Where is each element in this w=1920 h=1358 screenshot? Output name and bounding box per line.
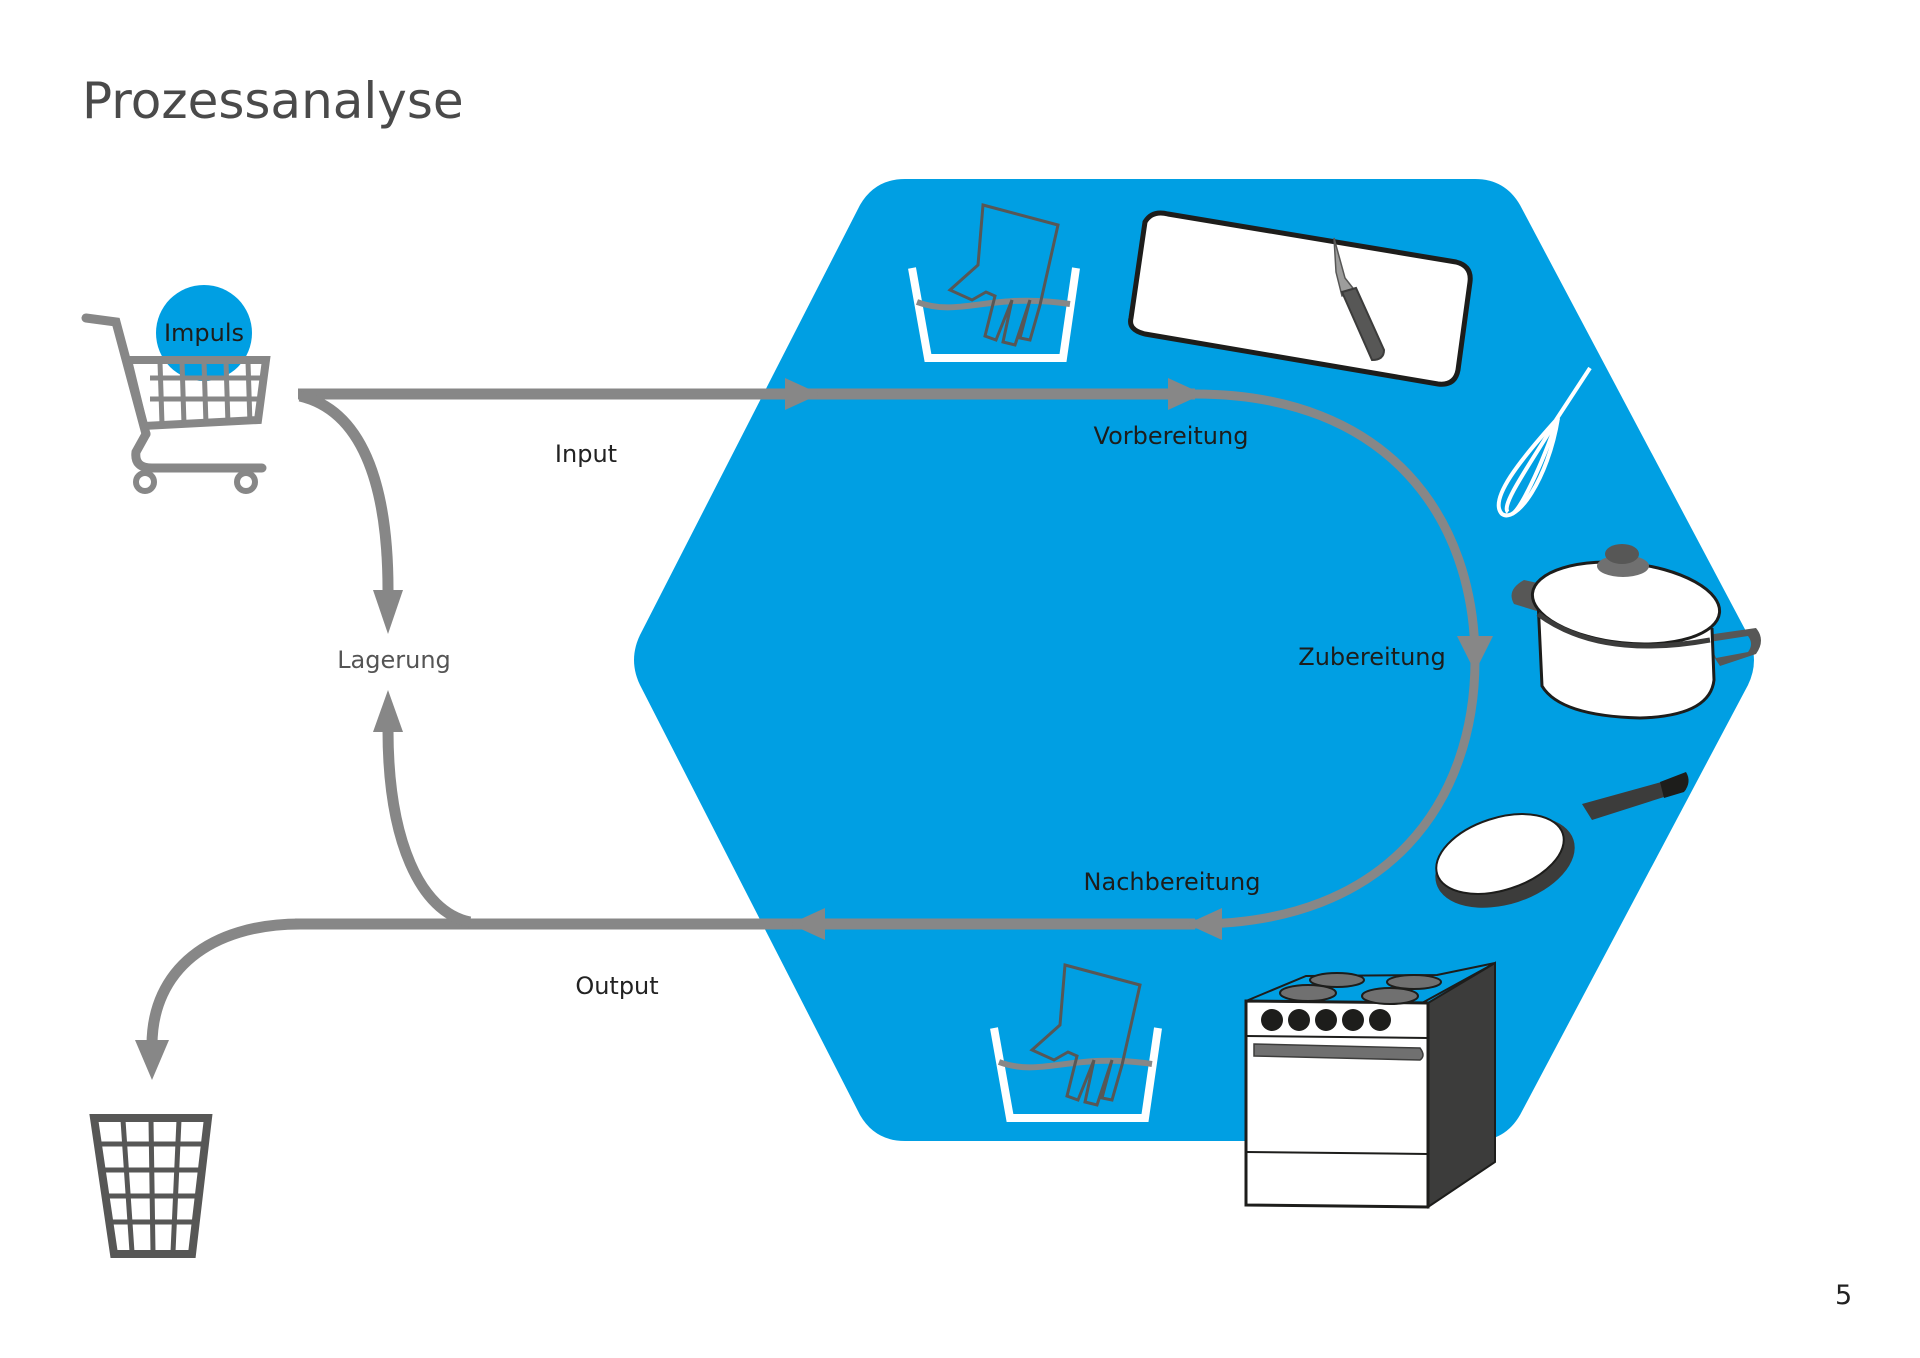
impuls-label: Impuls	[164, 319, 244, 347]
cutting-board-knife-icon	[1128, 210, 1473, 387]
cooking-pot-icon	[1511, 544, 1761, 720]
process-arc	[1194, 389, 1493, 929]
output-flow-arrow	[295, 908, 1222, 940]
step-zubereitung-label: Zubereitung	[1298, 643, 1446, 671]
lagerung-label: Lagerung	[337, 646, 451, 674]
whisk-icon	[1496, 366, 1592, 518]
arrowhead	[1457, 636, 1493, 672]
waste-arrow	[135, 918, 301, 1080]
storage-in-arrow	[298, 390, 403, 634]
page-number: 5	[1835, 1280, 1853, 1311]
hand-washing-icon	[908, 203, 1080, 362]
storage-out-arrow	[373, 690, 472, 928]
arrowhead	[373, 690, 403, 732]
arrowhead	[135, 1040, 169, 1080]
trash-basket-icon	[89, 1114, 213, 1258]
page-title: Prozessanalyse	[82, 72, 464, 130]
arrowhead	[790, 908, 825, 940]
step-nachbereitung-label: Nachbereitung	[1084, 868, 1261, 896]
input-label: Input	[555, 440, 617, 468]
arrowhead	[1187, 908, 1222, 940]
stove-oven-icon	[1244, 961, 1496, 1209]
shopping-cart-icon	[81, 285, 271, 494]
step-vorbereitung-label: Vorbereitung	[1094, 422, 1249, 450]
arrowhead	[1168, 378, 1203, 410]
arrowhead	[373, 590, 403, 634]
frying-pan-icon	[1435, 772, 1689, 908]
hand-washing-icon	[990, 963, 1162, 1122]
input-flow-arrow	[298, 378, 1203, 410]
arrowhead	[785, 378, 820, 410]
output-label: Output	[575, 972, 658, 1000]
